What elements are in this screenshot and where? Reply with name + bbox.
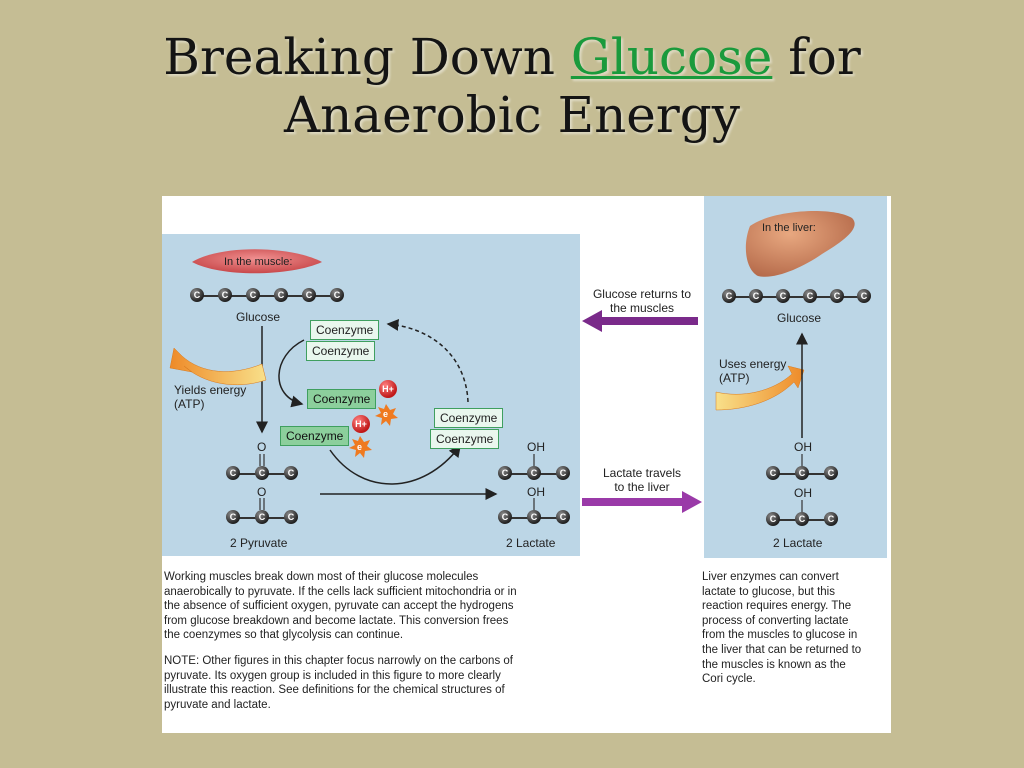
electron-label: e	[383, 409, 389, 419]
glucose-returns-arrow	[582, 310, 698, 332]
coenzyme-box: Coenzyme	[430, 429, 500, 449]
muscle-glucose-label: Glucose	[236, 310, 281, 324]
uses-energy-atp: (ATP)	[719, 371, 750, 385]
carbon-atom: C	[226, 510, 240, 524]
lactate-hydroxyl: OH	[527, 485, 545, 499]
lactate-hydroxyl: OH	[527, 440, 545, 454]
carbon-atom: C	[766, 466, 780, 480]
carbon-atom: C	[824, 512, 838, 526]
glucose-returns-label: Glucose returns to the muscles	[592, 287, 692, 315]
yields-energy-atp: (ATP)	[174, 397, 205, 411]
carbon-atom: C	[226, 466, 240, 480]
muscle-icon	[192, 249, 322, 274]
electron-star-2	[349, 436, 372, 458]
coenzyme-box: Coenzyme	[310, 320, 380, 340]
coenzyme-curve-arrow	[278, 339, 305, 408]
carbon-atom: C	[749, 289, 763, 303]
uses-energy-arrow	[715, 365, 805, 411]
slide-title: Breaking Down Glucose for Anaerobic Ener…	[0, 28, 1024, 144]
coenzyme-return-dashed-arrow	[386, 318, 469, 403]
pyruvate-oxygen: O	[257, 440, 267, 454]
muscle-caption: Working muscles break down most of their…	[164, 571, 517, 642]
coenzyme-box: Coenzyme	[306, 341, 376, 361]
muscle-lactate-label: 2 Lactate	[506, 536, 556, 550]
liver-icon	[745, 211, 855, 277]
liver-caption: Liver enzymes can convert lactate to glu…	[702, 571, 862, 686]
coenzyme-box-reduced: Coenzyme	[307, 389, 377, 409]
lactate-travels-arrow	[582, 491, 702, 513]
carbon-atom: C	[218, 288, 232, 302]
muscle-note: NOTE: Other figures in this chapter focu…	[164, 655, 513, 711]
hydrogen-ion: H+	[379, 380, 397, 398]
carbon-atom: C	[556, 510, 570, 524]
carbon-atom: C	[255, 510, 269, 524]
liver-lactate-label: 2 Lactate	[773, 536, 823, 550]
carbon-atom: C	[284, 466, 298, 480]
carbon-atom: C	[274, 288, 288, 302]
title-line2: Anaerobic Energy	[283, 86, 741, 144]
carbon-atom: C	[556, 466, 570, 480]
carbon-atom: C	[803, 289, 817, 303]
title-suffix: for	[772, 28, 861, 86]
title-keyword-link[interactable]: Glucose	[570, 28, 773, 86]
diagram-arrows	[169, 211, 855, 513]
carbon-atom: C	[722, 289, 736, 303]
carbon-atom: C	[246, 288, 260, 302]
carbon-atom: C	[498, 510, 512, 524]
coenzyme-box: Coenzyme	[434, 408, 504, 428]
carbon-atom: C	[190, 288, 204, 302]
electron-label: e	[357, 442, 363, 452]
pyruvate-oxygen: O	[257, 485, 267, 499]
liver-lactate-hydroxyl: OH	[794, 486, 812, 500]
carbon-atom: C	[795, 466, 809, 480]
carbon-atom: C	[830, 289, 844, 303]
electron-star-1	[375, 404, 398, 426]
cori-cycle-figure: In the muscle: C C C C C C Glucose Yield…	[162, 196, 891, 733]
uses-energy-label: Uses energy	[719, 357, 787, 371]
carbon-atom: C	[857, 289, 871, 303]
carbon-atom: C	[527, 466, 541, 480]
coenzyme-box-reduced: Coenzyme	[280, 426, 350, 446]
carbon-atom: C	[776, 289, 790, 303]
carbon-atom: C	[795, 512, 809, 526]
carbon-atom: C	[527, 510, 541, 524]
carbon-atom: C	[498, 466, 512, 480]
carbon-atom: C	[824, 466, 838, 480]
lactate-travels-label: Lactate travels to the liver	[602, 466, 682, 494]
carbon-atom: C	[330, 288, 344, 302]
yields-energy-arrow	[169, 347, 267, 386]
carbon-atom: C	[284, 510, 298, 524]
carbon-atom: C	[302, 288, 316, 302]
liver-glucose-label: Glucose	[777, 311, 822, 325]
liver-lactate-hydroxyl: OH	[794, 440, 812, 454]
hydrogen-ion: H+	[352, 415, 370, 433]
pyruvate-label: 2 Pyruvate	[230, 536, 288, 550]
liver-label: In the liver:	[762, 222, 816, 234]
carbon-atom: C	[766, 512, 780, 526]
title-prefix: Breaking Down	[163, 28, 571, 86]
muscle-label: In the muscle:	[224, 256, 293, 268]
yields-energy-label: Yields energy	[174, 383, 247, 397]
carbon-atom: C	[255, 466, 269, 480]
coenzyme-release-curve	[329, 444, 461, 485]
